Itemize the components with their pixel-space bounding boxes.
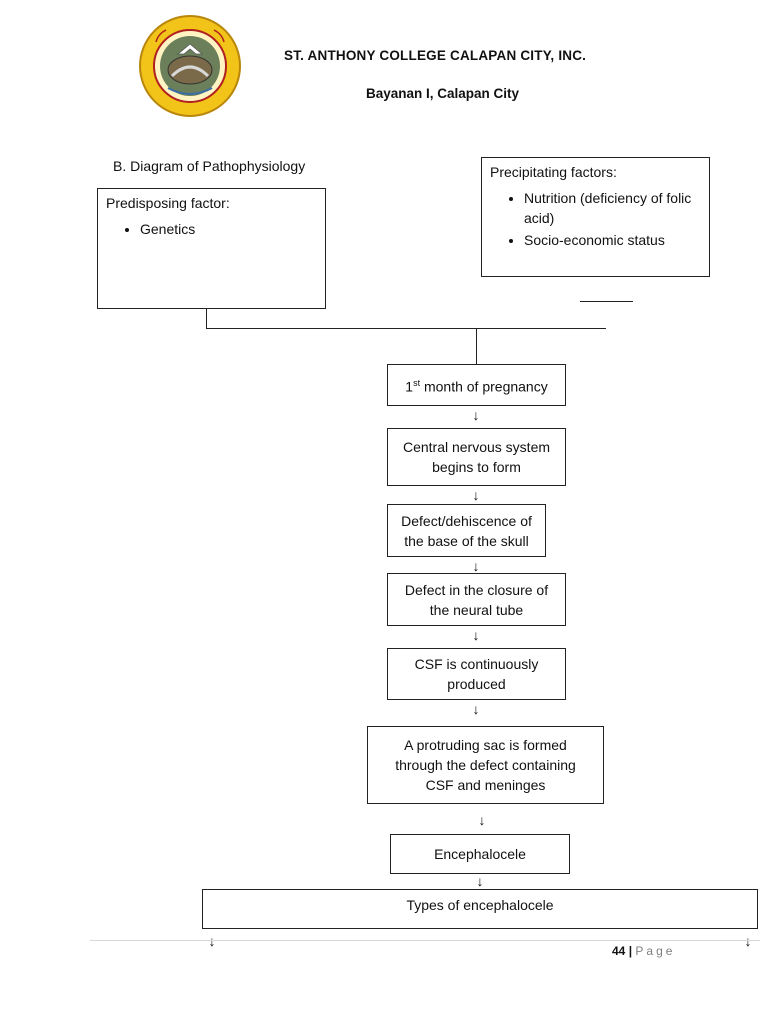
predisposing-factor-box: Predisposing factor: Genetics <box>97 188 326 309</box>
flow-arrow: ↓ <box>472 627 480 643</box>
flow-arrow: ↓ <box>744 933 752 949</box>
join-to-flow-connector <box>476 328 477 364</box>
school-name: ST. ANTHONY COLLEGE CALAPAN CITY, INC. <box>284 48 587 63</box>
flow-arrow: ↓ <box>208 933 216 949</box>
predisposing-connector <box>206 309 207 329</box>
flow-arrow: ↓ <box>472 558 480 574</box>
section-title: B. Diagram of Pathophysiology <box>113 158 306 174</box>
flow-step-box: Central nervous system begins to form <box>387 428 566 486</box>
factors-join-line <box>206 328 606 329</box>
stray-connector-line <box>580 301 633 302</box>
flow-step-box: Defect/dehiscence of the base of the sku… <box>387 504 546 557</box>
flow-step-text: A protruding sac is formed through the d… <box>395 737 576 793</box>
flow-arrow: ↓ <box>472 487 480 503</box>
predisposing-factor-list: Genetics <box>98 219 325 239</box>
flow-step-box: CSF is continuously produced <box>387 648 566 700</box>
page-word: Page <box>635 944 676 958</box>
flow-step-box: A protruding sac is formed through the d… <box>367 726 604 804</box>
flow-step-text: Types of encephalocele <box>406 897 554 913</box>
flow-step-box: Encephalocele <box>390 834 570 874</box>
school-address: Bayanan I, Calapan City <box>366 86 520 101</box>
page-separator: | <box>625 944 636 958</box>
page-number: 44 <box>612 944 626 958</box>
flow-arrow: ↓ <box>478 812 486 828</box>
precipitating-factors-title: Precipitating factors: <box>490 164 617 180</box>
flow-arrow: ↓ <box>472 701 480 717</box>
predisposing-factor-title: Predisposing factor: <box>106 195 230 211</box>
flow-step-box: Defect in the closure of the neural tube <box>387 573 566 626</box>
flow-step-box: Types of encephalocele <box>202 889 758 929</box>
flow-arrow: ↓ <box>476 873 484 889</box>
flow-arrow: ↓ <box>472 407 480 423</box>
college-seal-logo <box>138 14 242 118</box>
precipitating-factors-box: Precipitating factors: Nutrition (defici… <box>481 157 710 277</box>
flow-step-text: Encephalocele <box>434 846 526 862</box>
flow-step-text: CSF is continuously produced <box>414 656 539 692</box>
page-footer: 44 | Page <box>612 944 675 958</box>
predisposing-factor-item: Genetics <box>140 219 325 239</box>
flow-step-text: Central nervous system begins to form <box>402 439 551 475</box>
precipitating-factors-list: Nutrition (deficiency of folic acid) Soc… <box>482 188 709 250</box>
flow-step-text: Defect/dehiscence of the base of the sku… <box>401 512 532 549</box>
footer-divider <box>90 940 760 941</box>
flow-step-text: 1st month of pregnancy <box>405 378 548 395</box>
precipitating-factor-item: Nutrition (deficiency of folic acid) <box>524 188 709 228</box>
flow-step-text: Defect in the closure of the neural tube <box>404 581 549 618</box>
flow-step-box: 1st month of pregnancy <box>387 364 566 406</box>
precipitating-factor-item: Socio-economic status <box>524 230 709 250</box>
